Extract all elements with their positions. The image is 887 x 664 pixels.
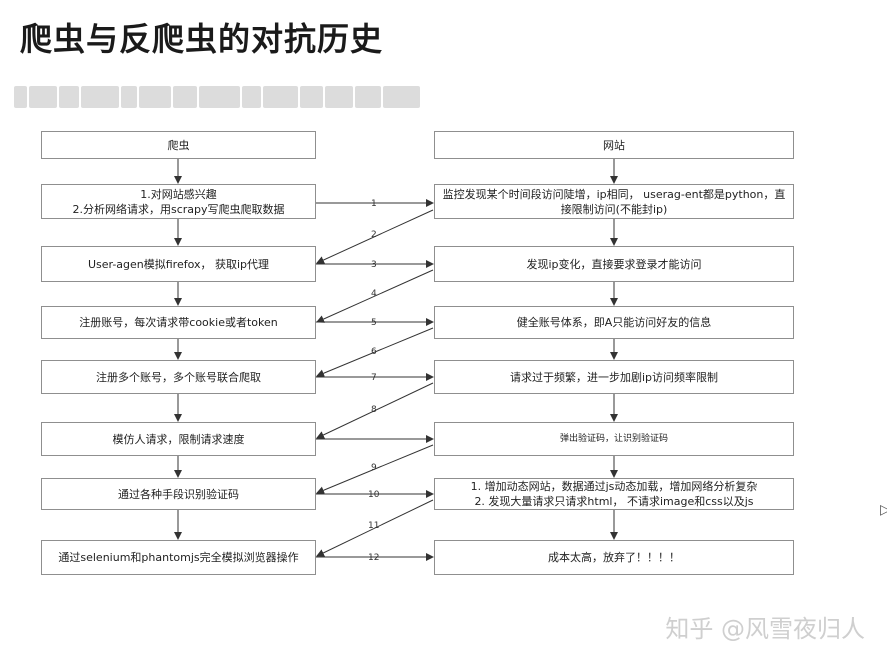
arrow-label-10: 10 — [368, 490, 380, 500]
arrow-label-3: 3 — [371, 260, 377, 270]
left-step-4-text: 注册多个账号，多个账号联合爬取 — [96, 370, 261, 384]
left-step-6: 通过各种手段识别验证码 — [41, 478, 316, 510]
right-step-7-text: 成本太高，放弃了！！！！ — [548, 551, 680, 564]
mouse-cursor-icon: ▷ — [880, 502, 887, 518]
left-header-box: 爬虫 — [41, 131, 316, 159]
right-step-3: 健全账号体系，即A只能访问好友的信息 — [434, 306, 794, 339]
arrow-label-7: 7 — [371, 373, 377, 383]
arrow-label-5: 5 — [371, 318, 377, 328]
left-step-5-text: 模仿人请求，限制请求速度 — [112, 432, 245, 446]
left-step-7: 通过selenium和phantomjs完全模拟浏览器操作 — [41, 540, 316, 575]
left-step-7-text: 通过selenium和phantomjs完全模拟浏览器操作 — [58, 551, 299, 564]
right-step-6: 1. 增加动态网站，数据通过js动态加载，增加网络分析复杂 2. 发现大量请求只… — [434, 478, 794, 510]
right-step-2-text: 发现ip变化，直接要求登录才能访问 — [526, 257, 702, 271]
left-step-6-text: 通过各种手段识别验证码 — [118, 487, 239, 501]
right-step-3-text: 健全账号体系，即A只能访问好友的信息 — [516, 316, 712, 329]
left-step-3-text: 注册账号，每次请求带cookie或者token — [79, 316, 278, 329]
right-step-4-text: 请求过于频繁，进一步加剧ip访问频率限制 — [509, 370, 719, 384]
left-header-label: 爬虫 — [167, 138, 190, 152]
right-step-2: 发现ip变化，直接要求登录才能访问 — [434, 246, 794, 282]
right-step-5-text: 弹出验证码，让识别验证码 — [559, 433, 668, 444]
left-step-3: 注册账号，每次请求带cookie或者token — [41, 306, 316, 339]
left-step-5: 模仿人请求，限制请求速度 — [41, 422, 316, 456]
right-step-4: 请求过于频繁，进一步加剧ip访问频率限制 — [434, 360, 794, 394]
arrow-label-8: 8 — [371, 405, 377, 415]
left-step-1: 1.对网站感兴趣 2.分析网络请求，用scrapy写爬虫爬取数据 — [41, 184, 316, 219]
right-step-6-text: 1. 增加动态网站，数据通过js动态加载，增加网络分析复杂 2. 发现大量请求只… — [470, 480, 758, 508]
arrow-label-9: 9 — [371, 463, 377, 473]
left-step-2-text: User-agen模拟firefox， 获取ip代理 — [87, 257, 270, 271]
left-step-2: User-agen模拟firefox， 获取ip代理 — [41, 246, 316, 282]
right-step-1: 监控发现某个时间段访问陡增，ip相同， userag-ent都是python，直… — [434, 184, 794, 219]
right-step-7: 成本太高，放弃了！！！！ — [434, 540, 794, 575]
watermark: 知乎 @风雪夜归人 — [665, 615, 865, 643]
arrow-label-2: 2 — [371, 230, 377, 240]
arrow-label-12: 12 — [368, 553, 379, 563]
right-header-box: 网站 — [434, 131, 794, 159]
blurred-subtitle — [14, 86, 420, 108]
page-title: 爬虫与反爬虫的对抗历史 — [20, 20, 384, 58]
left-step-1-text: 1.对网站感兴趣 2.分析网络请求，用scrapy写爬虫爬取数据 — [72, 187, 285, 216]
left-step-4: 注册多个账号，多个账号联合爬取 — [41, 360, 316, 394]
arrow-label-1: 1 — [371, 199, 377, 209]
right-header-label: 网站 — [603, 138, 625, 152]
arrow-label-6: 6 — [371, 347, 377, 357]
arrow-label-11: 11 — [368, 521, 379, 531]
arrow-label-4: 4 — [371, 289, 377, 299]
right-step-5: 弹出验证码，让识别验证码 — [434, 422, 794, 456]
right-step-1-text: 监控发现某个时间段访问陡增，ip相同， userag-ent都是python，直… — [442, 187, 786, 216]
